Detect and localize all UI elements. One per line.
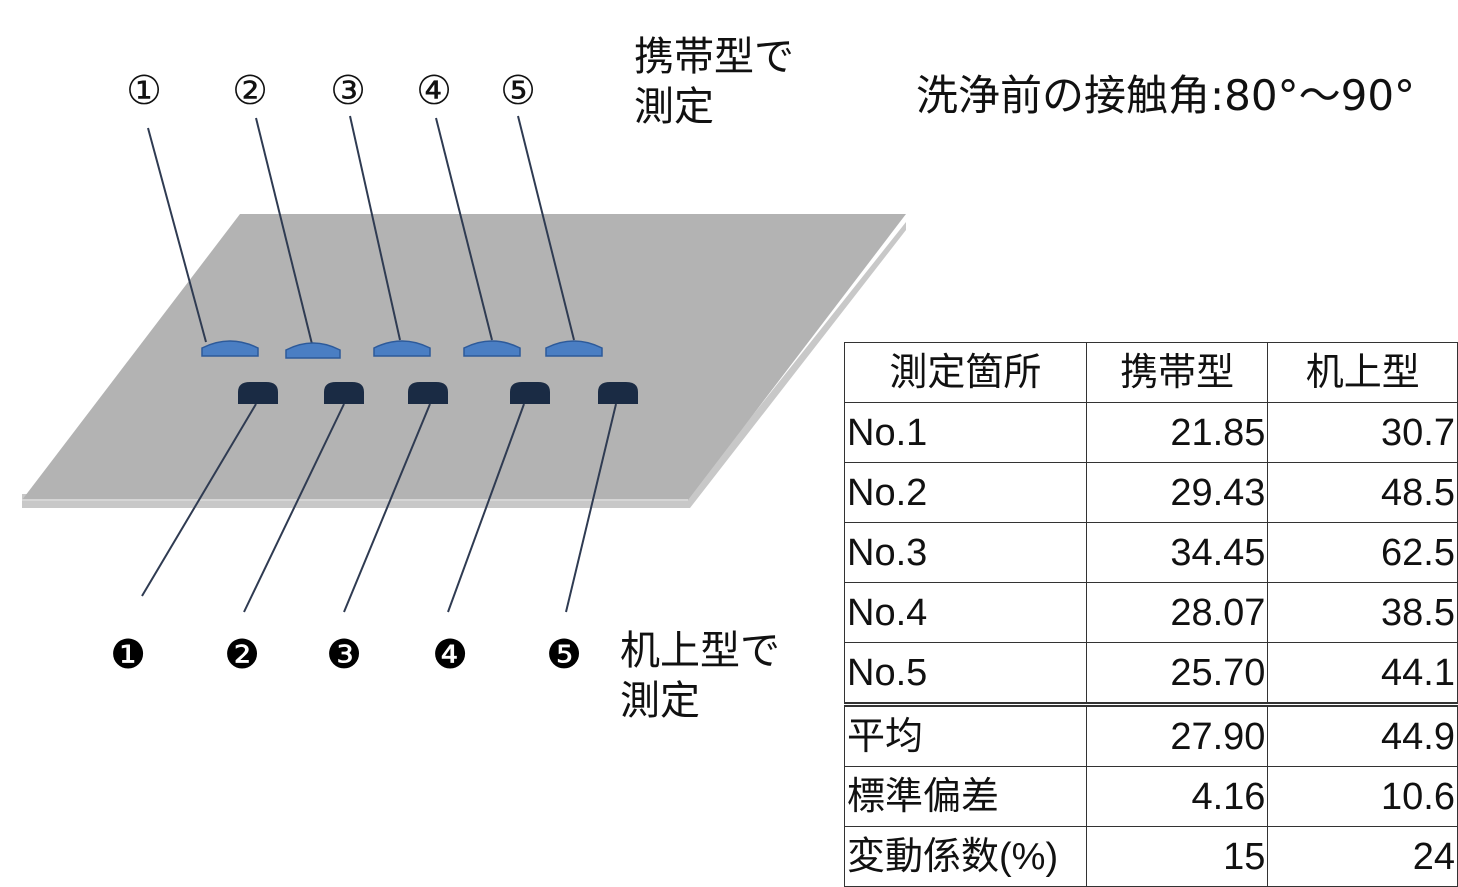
desktop-value: 62.5 [1267, 522, 1458, 583]
desktop-marker-3: ❸ [326, 632, 362, 678]
portable-value: 15 [1085, 826, 1269, 887]
summary-row-stddev: 標準偏差 4.16 10.6 [844, 766, 1458, 827]
test-plate [22, 214, 906, 500]
portable-value: 21.85 [1085, 402, 1269, 463]
contact-angle-note: 洗浄前の接触角:80°～90° [916, 71, 1416, 120]
summary-label: 変動係数(%) [844, 826, 1087, 887]
summary-label: 標準偏差 [844, 766, 1087, 827]
portable-marker-4: ④ [416, 68, 452, 114]
desktop-marker-2: ❷ [224, 632, 260, 678]
portable-marker-1: ① [126, 68, 162, 114]
desktop-value: 24 [1267, 826, 1458, 887]
desktop-marker-1: ❶ [110, 632, 146, 678]
desktop-value: 38.5 [1267, 582, 1458, 643]
portable-value: 25.70 [1085, 642, 1269, 705]
contact-angle-results-table: 測定箇所 携帯型 机上型 No.1 21.85 30.7 No.2 29.43 … [844, 342, 1458, 887]
portable-marker-2: ② [232, 68, 268, 114]
desktop-droplet [238, 382, 278, 404]
desktop-droplets [238, 382, 638, 404]
location-cell: No.3 [844, 522, 1087, 583]
portable-droplet [373, 340, 431, 357]
portable-value: 27.90 [1085, 702, 1269, 767]
desktop-leader-lines [141, 403, 617, 613]
desktop-marker-5: ❺ [546, 632, 582, 678]
desktop-droplet [510, 382, 550, 404]
desktop-droplet [598, 382, 638, 404]
portable-marker-5: ⑤ [500, 68, 536, 114]
portable-value: 28.07 [1085, 582, 1269, 643]
summary-row-mean: 平均 27.90 44.9 [844, 702, 1458, 767]
desktop-value: 30.7 [1267, 402, 1458, 463]
desktop-droplet [408, 382, 448, 404]
table-row: No.3 34.45 62.5 [844, 522, 1458, 583]
table-header-row: 測定箇所 携帯型 机上型 [844, 342, 1458, 403]
table-row: No.4 28.07 38.5 [844, 582, 1458, 643]
location-cell: No.1 [844, 402, 1087, 463]
table-row: No.2 29.43 48.5 [844, 462, 1458, 523]
portable-droplet [201, 340, 259, 357]
desktop-value: 44.1 [1267, 642, 1458, 705]
header-location: 測定箇所 [844, 342, 1087, 403]
desktop-measure-caption: 机上型で 測定 [620, 628, 780, 724]
header-portable: 携帯型 [1085, 342, 1269, 403]
location-cell: No.2 [844, 462, 1087, 523]
portable-value: 29.43 [1085, 462, 1269, 523]
portable-droplet [545, 340, 603, 357]
summary-row-cv: 変動係数(%) 15 24 [844, 826, 1458, 887]
portable-value: 4.16 [1085, 766, 1269, 827]
desktop-value: 10.6 [1267, 766, 1458, 827]
desktop-droplet [324, 382, 364, 404]
portable-droplets [201, 340, 603, 359]
location-cell: No.4 [844, 582, 1087, 643]
table-row: No.1 21.85 30.7 [844, 402, 1458, 463]
portable-measure-caption: 携帯型で 測定 [634, 34, 794, 130]
portable-droplet [463, 340, 521, 357]
location-cell: No.5 [844, 642, 1087, 705]
table-row: No.5 25.70 44.1 [844, 642, 1458, 705]
summary-label: 平均 [844, 702, 1087, 767]
header-desktop: 机上型 [1267, 342, 1458, 403]
desktop-marker-4: ❹ [432, 632, 468, 678]
portable-leader-lines [147, 115, 575, 345]
desktop-value: 48.5 [1267, 462, 1458, 523]
portable-droplet [285, 342, 341, 359]
desktop-value: 44.9 [1267, 702, 1458, 767]
portable-value: 34.45 [1085, 522, 1269, 583]
portable-marker-3: ③ [330, 68, 366, 114]
